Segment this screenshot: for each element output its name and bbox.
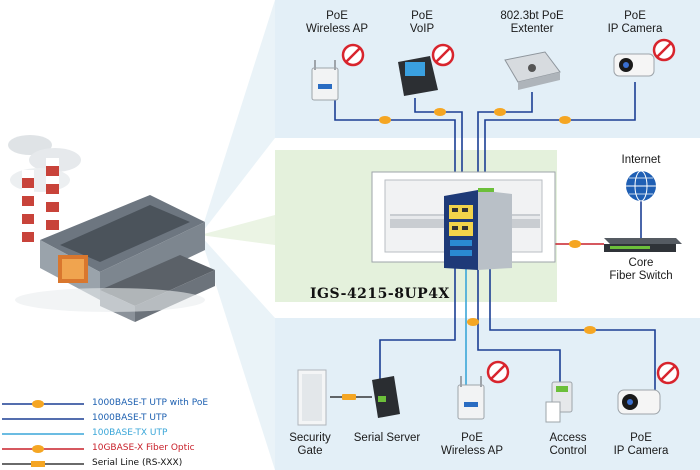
serial-badge <box>342 394 356 400</box>
label-top-wireless-ap: PoE Wireless AP <box>297 10 377 36</box>
igs-switch-device <box>444 188 512 270</box>
legend-badge <box>32 400 44 408</box>
label-bottom-wireless-ap: PoE Wireless AP <box>432 432 512 458</box>
ip-camera-device <box>617 389 661 415</box>
core-fiber-switch-device <box>604 238 682 252</box>
access-control-device <box>545 381 573 423</box>
label-core-switch: Core Fiber Switch <box>600 257 682 283</box>
label-line: PoE <box>630 432 652 444</box>
label-top-extender: 802.3bt PoE Extenter <box>492 10 572 36</box>
label-line: Access <box>549 432 587 444</box>
callout-mid <box>200 215 275 245</box>
label-line: Gate <box>297 445 323 457</box>
label-security-gate: Security Gate <box>280 432 340 458</box>
legend-item-1000base-t: 1000BASE-T UTP <box>92 413 167 423</box>
legend-item-1000base-t-poe: 1000BASE-T UTP with PoE <box>92 398 209 408</box>
label-line: PoE <box>624 10 646 22</box>
poe-extender-device <box>504 51 561 90</box>
no-power-icon <box>486 360 510 384</box>
switch-model-title: IGS-4215-8UP4X <box>310 286 450 302</box>
serial-server-device <box>372 376 400 418</box>
wireless-ap-device <box>457 376 485 420</box>
internet-globe-icon <box>626 170 656 202</box>
label-line: 802.3bt PoE <box>500 10 564 22</box>
no-power-icon <box>652 38 676 62</box>
label-line: Extenter <box>510 23 554 35</box>
link-access-control <box>477 268 561 385</box>
link-bottom-camera <box>489 268 656 392</box>
legend-badge <box>32 445 44 453</box>
label-line: Security <box>289 432 331 444</box>
label-line: Control <box>549 445 587 457</box>
legend-item-serial-line: Serial Line (RS-XXX) <box>92 458 183 468</box>
security-gate-device <box>297 369 327 426</box>
link-serial-server <box>379 268 456 380</box>
link-top-ap <box>334 98 456 195</box>
label-top-ip-camera: PoE IP Camera <box>600 10 670 36</box>
poe-badge <box>434 108 446 116</box>
voip-phone-device <box>398 56 438 96</box>
label-internet: Internet <box>621 154 661 166</box>
poe-badge <box>467 318 479 326</box>
poe-badge <box>559 116 571 124</box>
label-serial-server: Serial Server <box>353 432 421 444</box>
callout-bottom <box>200 235 275 470</box>
factory-illustration <box>8 135 215 322</box>
no-power-icon <box>341 43 365 67</box>
label-line: IP Camera <box>613 445 669 457</box>
poe-badge <box>584 326 596 334</box>
no-power-icon <box>431 43 455 67</box>
label-line: PoE <box>411 10 433 22</box>
label-bottom-ip-camera: PoE IP Camera <box>604 432 678 458</box>
fiber-badge <box>569 240 581 248</box>
label-line: PoE <box>461 432 483 444</box>
ip-camera-device <box>613 53 655 77</box>
poe-badge <box>379 116 391 124</box>
label-line: PoE <box>326 10 348 22</box>
legend-lines <box>2 400 84 467</box>
label-line: Wireless AP <box>441 445 503 457</box>
label-line: Core <box>628 257 654 269</box>
label-line: VoIP <box>409 23 435 35</box>
legend-item-100base-tx: 100BASE-TX UTP <box>92 428 168 438</box>
legend-badge <box>31 461 45 467</box>
no-power-icon <box>656 361 680 385</box>
legend-item-10gbase-x: 10GBASE-X Fiber Optic <box>92 443 195 453</box>
callout-top <box>200 0 275 235</box>
label-line: Wireless AP <box>306 23 368 35</box>
label-line: Fiber Switch <box>609 270 673 282</box>
wireless-ap-device <box>311 60 339 101</box>
label-access-control: Access Control <box>536 432 600 458</box>
poe-badge <box>494 108 506 116</box>
link-badges <box>342 108 596 400</box>
label-top-voip: PoE VoIP <box>392 10 452 36</box>
label-line: IP Camera <box>607 23 663 35</box>
